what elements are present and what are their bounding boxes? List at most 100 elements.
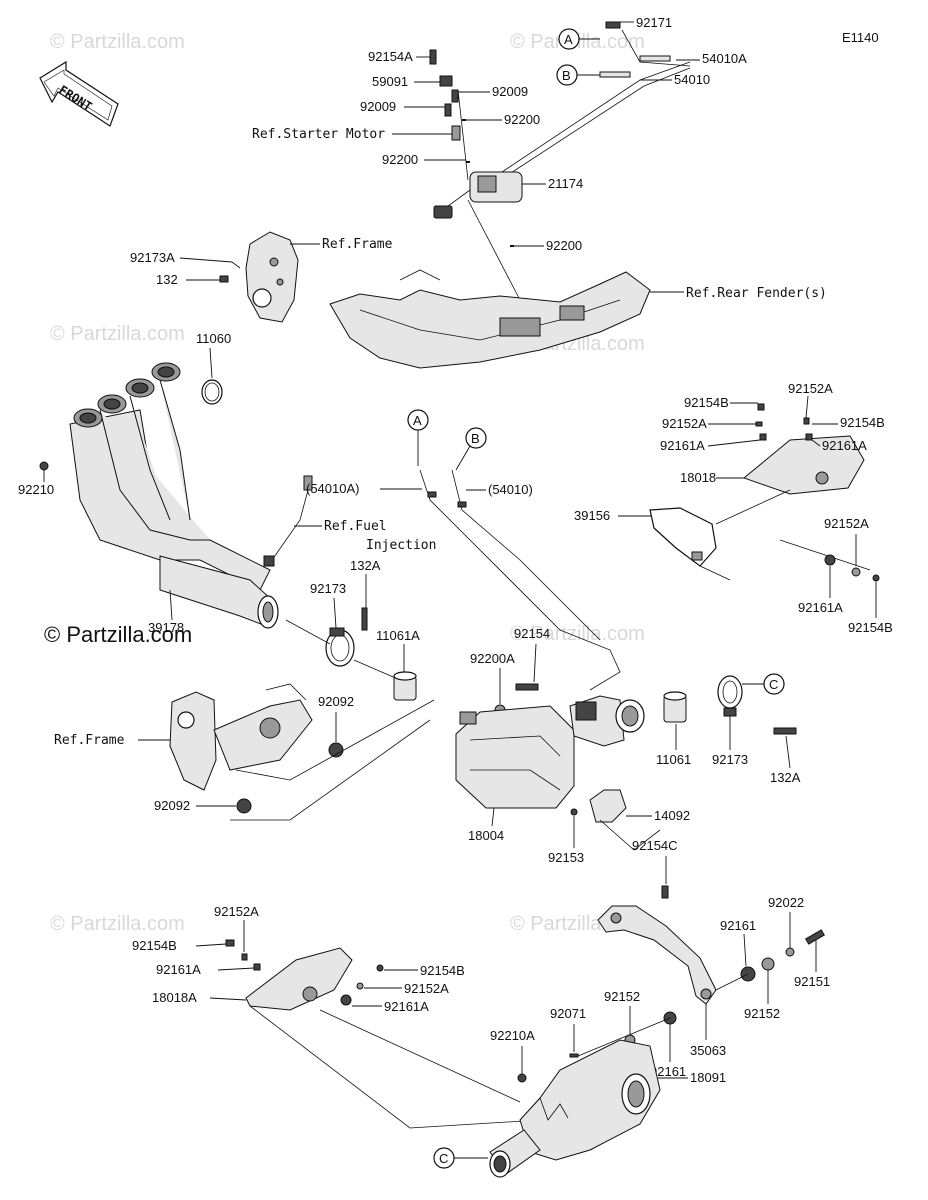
callout-a-top: A <box>558 28 600 50</box>
label-132: 132 <box>156 272 178 287</box>
label-11061A: 11061A <box>376 628 420 643</box>
cable-assembly-middle <box>419 469 621 691</box>
ref-fuel-injection-2: Injection <box>366 538 436 553</box>
exhaust-header-pipes <box>69 362 279 629</box>
label-92161A: 92161A <box>156 962 201 977</box>
watermark: © Partzilla.com <box>50 31 185 53</box>
label-92152A: 92152A <box>788 381 833 396</box>
cable-assembly-top <box>429 21 691 301</box>
callout-b-mid: B <box>455 427 487 471</box>
clamp-92173-right <box>717 675 797 735</box>
label-92092: 92092 <box>154 798 190 813</box>
label-35063: 35063 <box>690 1043 726 1058</box>
label-92152: 92152 <box>604 989 640 1004</box>
label-92154B: 92154B <box>420 963 465 978</box>
label-92152: 92152 <box>744 1006 780 1021</box>
diagram-code: E1140 <box>842 30 879 45</box>
label-92173: 92173 <box>712 752 748 767</box>
oxygen-sensor <box>263 475 313 567</box>
label-92152A: 92152A <box>662 416 707 431</box>
label-92200A: 92200A <box>470 651 515 666</box>
label-92154B: 92154B <box>684 395 729 410</box>
svg-text:A: A <box>564 32 573 47</box>
heat-guard-18018A <box>245 947 353 1011</box>
label-11061: 11061 <box>656 752 691 767</box>
label-132A: 132A <box>770 770 801 785</box>
label-92161: 92161 <box>650 1064 686 1079</box>
bracket-14092 <box>589 789 627 823</box>
label-92154C: 92154C <box>632 838 678 853</box>
gasket-11061 <box>663 691 687 723</box>
label-39156: 39156 <box>574 508 610 523</box>
label-92154B: 92154B <box>840 415 885 430</box>
label-92171: 92171 <box>636 15 672 30</box>
label-92154A: 92154A <box>368 49 413 64</box>
label-92161A: 92161A <box>822 438 867 453</box>
callout-c-bottom: C <box>433 1147 488 1169</box>
label-11060: 11060 <box>196 331 231 346</box>
label-18004: 18004 <box>468 828 504 843</box>
watermark: © Partzilla.com <box>50 323 185 345</box>
label-18091: 18091 <box>690 1070 726 1085</box>
label-92009: 92009 <box>360 99 396 114</box>
label-59091: 59091 <box>372 74 408 89</box>
heat-shield-39156 <box>649 507 717 567</box>
gasket-11061A <box>393 671 417 701</box>
heat-guard-18018 <box>742 435 865 495</box>
watermark-main: © Partzilla.com <box>44 622 192 647</box>
label-132A: 132A <box>350 558 381 573</box>
label-92210: 92210 <box>18 482 54 497</box>
grommet-92092 <box>328 742 344 758</box>
label-92161A: 92161A <box>798 600 843 615</box>
watermark: © Partzilla.com <box>50 913 185 935</box>
label-92200: 92200 <box>504 112 540 127</box>
label-92161A: 92161A <box>384 999 429 1014</box>
svg-text:C: C <box>439 1151 448 1166</box>
muffler-18091 <box>489 1039 661 1178</box>
ref-starter-motor: Ref.Starter Motor <box>252 127 385 142</box>
clamp-92173-left <box>325 607 368 667</box>
label-92154B: 92154B <box>132 938 177 953</box>
callout-b-top: B <box>556 64 600 86</box>
ref-frame-left: Ref.Frame <box>54 733 125 748</box>
label-92154B: 92154B <box>848 620 893 635</box>
label-92152A: 92152A <box>824 516 869 531</box>
label-92210A: 92210A <box>490 1028 535 1043</box>
watermark: © Partzilla.com <box>510 623 645 645</box>
svg-text:B: B <box>562 68 571 83</box>
ref-rear-fender: Ref.Rear Fender(s) <box>686 286 827 301</box>
label-92173A: 92173A <box>130 250 175 265</box>
ref-frame-top: Ref.Frame <box>322 237 393 252</box>
label-54010A-paren: (54010A) <box>306 481 359 496</box>
label-18018A: 18018A <box>152 990 197 1005</box>
label-54010-paren: (54010) <box>488 482 533 497</box>
label-92152A: 92152A <box>214 904 259 919</box>
label-92009: 92009 <box>492 84 528 99</box>
label-92173: 92173 <box>310 581 346 596</box>
label-92161A: 92161A <box>660 438 705 453</box>
frame-bracket-top <box>219 231 299 323</box>
label-39178: 39178 <box>148 620 184 635</box>
ref-fuel-injection-1: Ref.Fuel <box>324 519 387 534</box>
label-21174: 21174 <box>548 176 583 191</box>
label-54010A: 54010A <box>702 51 747 66</box>
label-92200: 92200 <box>382 152 418 167</box>
label-54010: 54010 <box>674 72 710 87</box>
label-92200: 92200 <box>546 238 582 253</box>
grommet-92092 <box>236 798 252 814</box>
label-92151: 92151 <box>794 974 830 989</box>
callout-c-right: C <box>742 673 785 695</box>
label-92153: 92153 <box>548 850 584 865</box>
rear-fender <box>329 269 651 369</box>
label-14092: 14092 <box>654 808 690 823</box>
svg-text:B: B <box>471 431 480 446</box>
label-18018: 18018 <box>680 470 716 485</box>
svg-text:A: A <box>413 413 422 428</box>
front-arrow-icon: FRONT <box>39 60 119 127</box>
label-92092: 92092 <box>318 694 354 709</box>
label-92022: 92022 <box>768 895 804 910</box>
label-92152A: 92152A <box>404 981 449 996</box>
exhaust-valve-actuator <box>433 171 523 219</box>
label-92154: 92154 <box>514 626 550 641</box>
